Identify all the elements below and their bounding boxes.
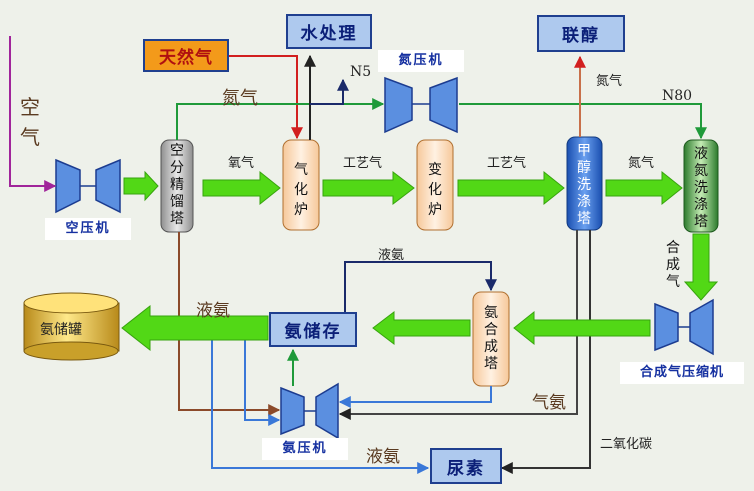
gasifier-vessel bbox=[282, 139, 320, 231]
air-compressor-icon bbox=[55, 158, 121, 214]
n5-label: N5 bbox=[350, 64, 372, 80]
air-separation-label: 空分精馏塔 bbox=[170, 143, 184, 227]
arrow-gasifier-to-shift bbox=[322, 170, 415, 206]
methanol-coproduct-box: 联醇 bbox=[537, 15, 625, 52]
syngas-compressor-icon bbox=[654, 298, 714, 356]
arrow-nitrogen-wash-down bbox=[683, 233, 719, 301]
ammonia-synthesis-label: 氨合成塔 bbox=[484, 305, 498, 372]
arrow-storage-to-tank bbox=[121, 304, 269, 352]
methanol-wash-label: 甲醇洗涤塔 bbox=[577, 143, 591, 227]
nitrogen-from-wash-label: 氮气 bbox=[628, 156, 655, 171]
nitrogen-wash-column bbox=[683, 139, 719, 233]
n80-line bbox=[459, 103, 707, 140]
n5-line bbox=[310, 78, 349, 105]
methanol-wash-column bbox=[566, 136, 603, 231]
ammonia-storage-box: 氨储存 bbox=[269, 312, 357, 347]
ammonia-compressor-caption: 氨压机 bbox=[262, 438, 348, 460]
syngas-label: 合成气 bbox=[666, 240, 680, 290]
nitrogen-top-line bbox=[176, 98, 385, 140]
arrow-compressor-to-synthesis bbox=[513, 310, 651, 346]
liquid-ammonia-left-label: 液氨 bbox=[196, 301, 230, 321]
liquid-ammonia-bottom-label: 液氨 bbox=[366, 447, 400, 467]
ammonia-compressor-icon bbox=[280, 382, 339, 440]
oxygen-label: 氧气 bbox=[228, 156, 255, 171]
nitrogen-wash-label: 液氮洗涤塔 bbox=[694, 146, 708, 230]
liquid-ammonia-loop-line bbox=[344, 261, 497, 312]
nitrogen-top-label: 氮气 bbox=[222, 88, 258, 109]
arrow-aircomp-to-separation bbox=[123, 170, 159, 202]
carbon-dioxide-label: 二氧化碳 bbox=[600, 437, 653, 452]
shift-converter-vessel bbox=[416, 139, 454, 231]
ammonia-tank-label: 氨储罐 bbox=[40, 322, 82, 338]
natural-gas-line bbox=[228, 55, 303, 140]
urea-box: 尿素 bbox=[430, 448, 502, 484]
gasifier-label: 气化炉 bbox=[294, 162, 308, 218]
air-compressor-caption: 空压机 bbox=[45, 218, 131, 240]
nitrogen-compressor-icon bbox=[384, 76, 458, 134]
air-feed-line bbox=[9, 36, 57, 192]
arrow-methanol-to-nitrogen-wash bbox=[605, 170, 683, 206]
process-gas-label-2: 工艺气 bbox=[487, 156, 527, 171]
syngas-compressor-caption: 合成气压缩机 bbox=[620, 362, 744, 384]
arrow-synthesis-to-storage bbox=[372, 310, 471, 346]
green-flow-arrows bbox=[121, 170, 719, 352]
n80-label: N80 bbox=[662, 88, 693, 104]
carbon-dioxide-line bbox=[500, 230, 591, 474]
natural-gas-box: 天然气 bbox=[143, 39, 229, 72]
ammonia-tank-icon bbox=[23, 292, 120, 361]
nitrogen-to-methanol-label: 氮气 bbox=[596, 74, 623, 89]
process-gas-label-1: 工艺气 bbox=[343, 156, 383, 171]
arrow-shift-to-methanol bbox=[457, 170, 565, 206]
air-input-label: 空气 bbox=[20, 95, 40, 149]
liquid-ammonia-blue-line bbox=[211, 330, 430, 474]
water-treatment-box: 水处理 bbox=[286, 14, 372, 49]
synthesis-to-compressor-line bbox=[338, 386, 492, 408]
ammonia-gas-line bbox=[338, 230, 578, 420]
shift-converter-label: 变化炉 bbox=[428, 162, 442, 218]
nitrogen-compressor-caption: 氮压机 bbox=[378, 50, 464, 72]
ammonia-gas-label: 气氨 bbox=[532, 393, 566, 413]
liquid-ammonia-branch-line bbox=[244, 330, 281, 426]
liquid-ammonia-top-label: 液氨 bbox=[378, 248, 405, 263]
arrow-separation-to-gasifier bbox=[202, 170, 281, 206]
